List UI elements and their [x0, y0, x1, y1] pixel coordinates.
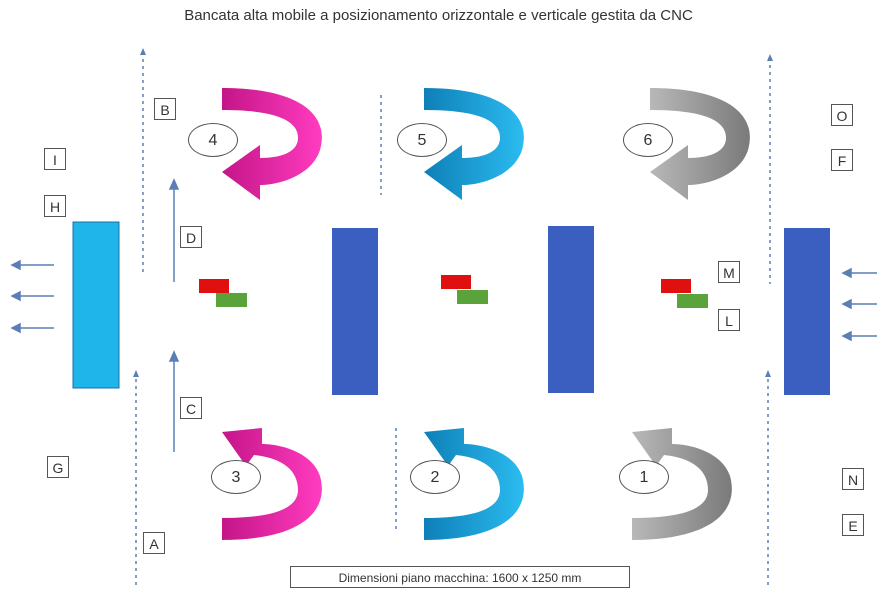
number-2: 2: [410, 460, 460, 494]
number-6: 6: [623, 123, 673, 157]
curved-arrow-4: [222, 88, 322, 200]
label-i: I: [44, 148, 66, 170]
label-b: B: [154, 98, 176, 120]
curved-arrow-5: [424, 88, 524, 200]
label-e: E: [842, 514, 864, 536]
label-a: A: [143, 532, 165, 554]
red-block-right: [661, 279, 691, 293]
diagram-title: Bancata alta mobile a posizionamento ori…: [184, 7, 693, 24]
label-g: G: [47, 456, 69, 478]
dimensions-note: Dimensioni piano macchina: 1600 x 1250 m…: [290, 566, 630, 588]
number-5: 5: [397, 123, 447, 157]
label-f: F: [831, 149, 853, 171]
red-block-center: [441, 275, 471, 289]
curved-arrow-1: [632, 428, 732, 540]
number-1: 1: [619, 460, 669, 494]
label-h: H: [44, 195, 66, 217]
label-n: N: [842, 468, 864, 490]
green-block-left: [216, 293, 247, 307]
number-3: 3: [211, 460, 261, 494]
red-block-left: [199, 279, 229, 293]
number-4: 4: [188, 123, 238, 157]
label-l: L: [718, 309, 740, 331]
label-c: C: [180, 397, 202, 419]
label-d: D: [180, 226, 202, 248]
green-block-right: [677, 294, 708, 308]
panel-center-left: [332, 228, 378, 395]
panel-left-light: [72, 221, 120, 389]
panel-center-right: [548, 226, 594, 393]
curved-arrow-2: [424, 428, 524, 540]
label-o: O: [831, 104, 853, 126]
label-m: M: [718, 261, 740, 283]
panel-right: [784, 228, 830, 395]
green-block-center: [457, 290, 488, 304]
curved-arrow-3: [222, 428, 322, 540]
curved-arrow-6: [650, 88, 750, 200]
